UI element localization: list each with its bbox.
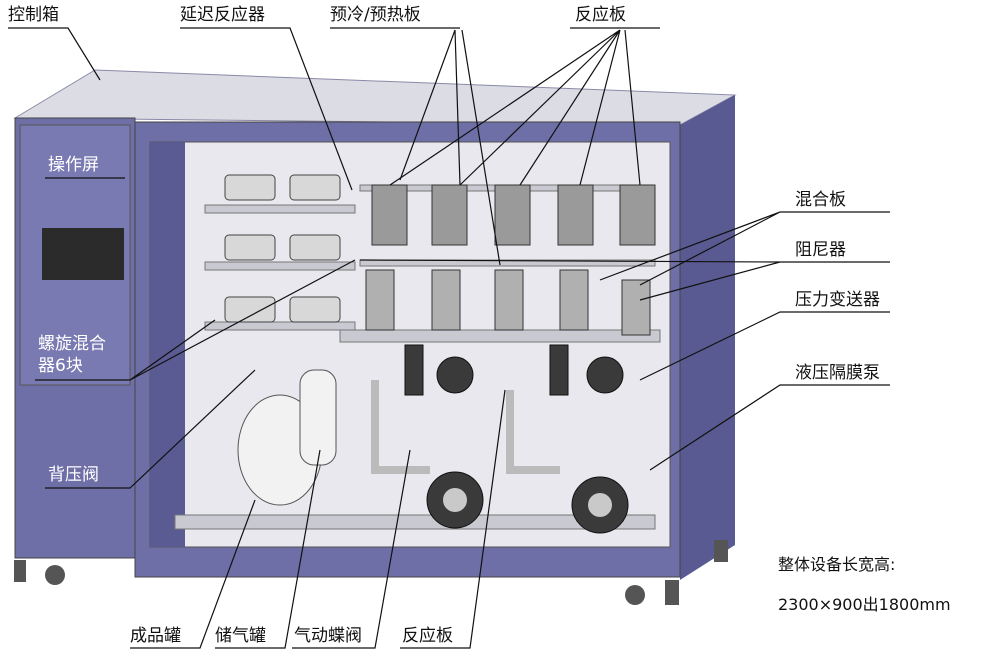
dimensions-title: 整体设备长宽高: [778, 555, 896, 574]
label-spiral-mixer-1: 螺旋混合 [38, 334, 106, 354]
cabinet-top [13, 69, 737, 126]
label-mixing-plate: 混合板 [795, 190, 846, 210]
label-pressure-transmitter: 压力变送器 [795, 290, 880, 310]
label-spiral-mixer-2: 器6块 [38, 356, 83, 376]
label-control-box: 控制箱 [8, 5, 59, 25]
leader-lines [8, 27, 890, 649]
label-delay-reactor: 延迟反应器 [180, 5, 265, 25]
label-precool-preheat-plate: 预冷/预热板 [330, 5, 421, 25]
label-reaction-plate-top: 反应板 [575, 5, 626, 25]
dimensions-value: 2300×900出1800mm [778, 595, 951, 614]
label-product-tank: 成品罐 [130, 626, 181, 646]
label-diaphragm-pump: 液压隔膜泵 [795, 363, 880, 383]
label-gas-tank: 储气罐 [215, 626, 266, 646]
operation-screen [42, 228, 124, 280]
label-pneumatic-butterfly-valve: 气动蝶阀 [294, 626, 362, 646]
label-back-pressure-valve: 背压阀 [48, 465, 99, 485]
cabinet-right-side [680, 95, 735, 580]
label-damper: 阻尼器 [795, 240, 846, 260]
label-operation-screen: 操作屏 [48, 155, 99, 175]
label-reaction-plate-bottom: 反应板 [402, 626, 453, 646]
